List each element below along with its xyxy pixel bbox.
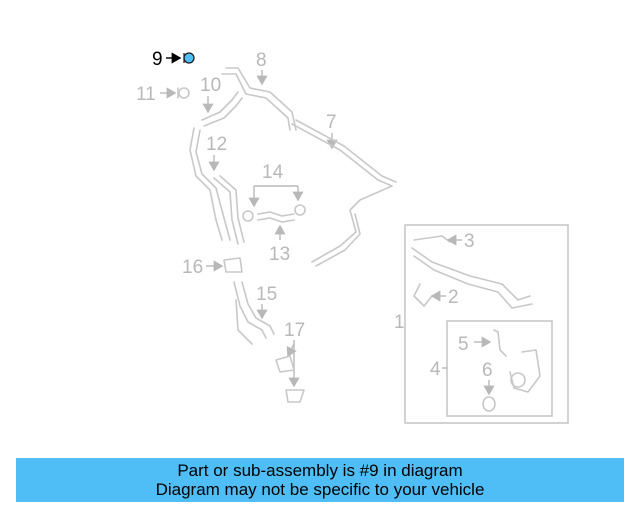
part-9-clip[interactable] [183, 52, 195, 64]
part-11-clip[interactable] [177, 87, 190, 99]
part-17-clip-top [275, 355, 295, 373]
label-12: 12 [206, 134, 227, 155]
label-17: 17 [284, 320, 305, 341]
part-14-callout[interactable]: 14 [242, 162, 306, 222]
assembly-1-main-hose [411, 247, 531, 301]
part-16-clip [223, 257, 243, 273]
label-5: 5 [458, 334, 469, 355]
part-5-clip [493, 329, 507, 357]
part-13-callout[interactable]: 13 [257, 211, 295, 265]
banner-line-2: Diagram may not be specific to your vehi… [155, 480, 485, 499]
part-16-callout[interactable]: 16 [182, 257, 243, 278]
label-4: 4 [430, 359, 441, 380]
label-2: 2 [448, 287, 459, 308]
label-9: 9 [152, 49, 163, 70]
part-3-hose [413, 235, 451, 243]
part-8-callout[interactable]: 8 [221, 50, 297, 131]
part-15-hose [233, 281, 267, 339]
part-6-oring [482, 396, 496, 412]
part-12-callout[interactable]: 12 [189, 127, 245, 245]
label-3: 3 [464, 231, 475, 252]
part-9-callout[interactable]: 9 [152, 49, 195, 70]
assembly-4[interactable]: 4 5 6 [430, 320, 553, 417]
label-1: 1 [394, 312, 405, 333]
assembly-1-box [404, 224, 569, 424]
part-12-hose [189, 127, 223, 241]
label-11: 11 [136, 84, 156, 105]
label-8: 8 [256, 50, 267, 71]
label-16: 16 [182, 257, 203, 278]
info-banner: Part or sub-assembly is #9 in diagram Di… [16, 458, 624, 502]
label-14: 14 [262, 162, 284, 183]
part-17-callout[interactable]: 17 [275, 320, 305, 403]
banner-line-1: Part or sub-assembly is #9 in diagram [177, 461, 463, 480]
assembly-1[interactable]: 1 3 2 4 5 6 [394, 224, 569, 424]
part-15-callout[interactable]: 15 [233, 281, 277, 345]
label-6: 6 [482, 360, 493, 381]
part-2-clip [413, 283, 433, 307]
parts-diagram: 9 11 8 10 7 12 [136, 49, 569, 424]
part-13-hose [257, 211, 295, 217]
part-17-clip-bottom [285, 389, 305, 403]
part-10-callout[interactable]: 10 [200, 75, 243, 127]
label-10: 10 [200, 75, 221, 96]
label-7: 7 [326, 112, 337, 133]
part-14-clamp-right [294, 204, 306, 216]
part-14-clamp-left [242, 210, 254, 222]
part-8-hose [225, 67, 297, 131]
part-7-tube [291, 123, 393, 263]
label-15: 15 [256, 284, 277, 305]
part-10-hose [201, 91, 239, 121]
label-13: 13 [269, 244, 290, 265]
part-11-callout[interactable]: 11 [136, 84, 190, 105]
part-7-callout[interactable]: 7 [291, 112, 397, 267]
